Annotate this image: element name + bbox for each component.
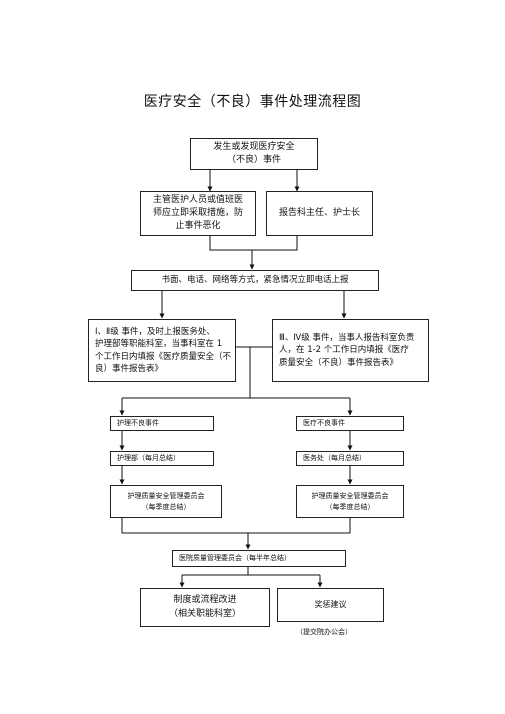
node-text-line: 止事件恶化 (175, 221, 221, 232)
node-nursing-event: 护理不良事件 (110, 416, 214, 431)
page-title: 医疗安全（不良）事件处理流程图 (143, 94, 362, 110)
rewards-sub-note: （提交院办公会） (296, 628, 352, 636)
node-text-line: Ⅲ、Ⅳ级 事件，当事人报告科室负责 (279, 333, 415, 344)
node-hospital-committee: 医院质量管理委员会（每半年总结） (172, 550, 346, 567)
node-text-line: （不良）事件 (226, 155, 281, 165)
node-nursing-committee: 护理质量安全管理委员会（每季度总结） (110, 485, 222, 518)
node-text-line: 医务处（每月总结） (303, 454, 366, 463)
node-supervisor: 主管医护人员或值班医师应立即采取措施，防止事件恶化 (140, 191, 256, 236)
node-text-line: 师应立即采取措施，防 (152, 207, 243, 218)
node-text-line: 良）事件报告表》 (95, 363, 164, 374)
connector-medical-committee-down (248, 518, 351, 534)
node-text-line: 书面、电话、网络等方式，紧急情况立即电话上报 (161, 275, 349, 286)
node-text-line: 制度或流程改进 (173, 595, 237, 606)
node-text-line: 护理不良事件 (117, 419, 159, 428)
node-report-head: 报告科主任、护士长 (266, 191, 373, 236)
node-level-3-4: Ⅲ、Ⅳ级 事件，当事人报告科室负责人，在 1-2 个工作日内填报《医疗质量安全（… (272, 319, 429, 382)
node-text-line: 护理质量安全管理委员会 (127, 492, 205, 501)
connector-supervisor-down (209, 236, 252, 251)
node-rewards: 奖惩建议 (277, 588, 384, 622)
node-text-line: Ⅰ、Ⅱ级 事件，及时上报医务处、 (95, 326, 215, 337)
node-text-line: 质量安全（不良）事件报告表》 (279, 357, 399, 368)
node-text-line: （每季度总结） (325, 502, 375, 511)
node-occur: 发生或发现医疗安全 （不良）事件 (190, 138, 318, 170)
node-text-line: （每季度总结） (141, 502, 191, 511)
node-immediate-report: 书面、电话、网络等方式，紧急情况立即电话上报 (131, 270, 379, 291)
node-text-line: 医院质量管理委员会（每半年总结） (179, 554, 291, 563)
node-text-line: 护理质量安全管理委员会 (311, 492, 389, 501)
node-text-line: 个工作日内填报《医疗质量安全（不 (95, 351, 232, 362)
node-text-line: 护理部（每月总结） (117, 454, 180, 463)
node-nursing-dept: 护理部（每月总结） (110, 451, 214, 466)
node-text-line: 奖惩建议 (314, 600, 347, 610)
node-text-line: 医疗不良事件 (303, 419, 345, 428)
node-text-line: 发生或发现医疗安全 (213, 141, 295, 152)
node-text-line: 人，在 1-2 个工作日内填报《医疗 (279, 345, 409, 356)
node-improvement: 制度或流程改进 （相关职能科室） (140, 588, 270, 627)
node-medical-committee: 护理质量安全管理委员会（每季度总结） (296, 485, 404, 518)
node-medical-dept: 医务处（每月总结） (296, 451, 404, 466)
node-medical-event: 医疗不良事件 (296, 416, 404, 431)
connector-nursing-committee-down (121, 518, 248, 534)
connector-report-head-down (252, 236, 298, 251)
node-text-line: 报告科主任、护士长 (278, 207, 360, 218)
node-text-line: （相关职能科室） (168, 608, 241, 619)
node-text-line: 主管医护人员或值班医 (152, 194, 243, 205)
node-text-line: 护理部等职能科室，当事科室在 1 (95, 339, 223, 350)
